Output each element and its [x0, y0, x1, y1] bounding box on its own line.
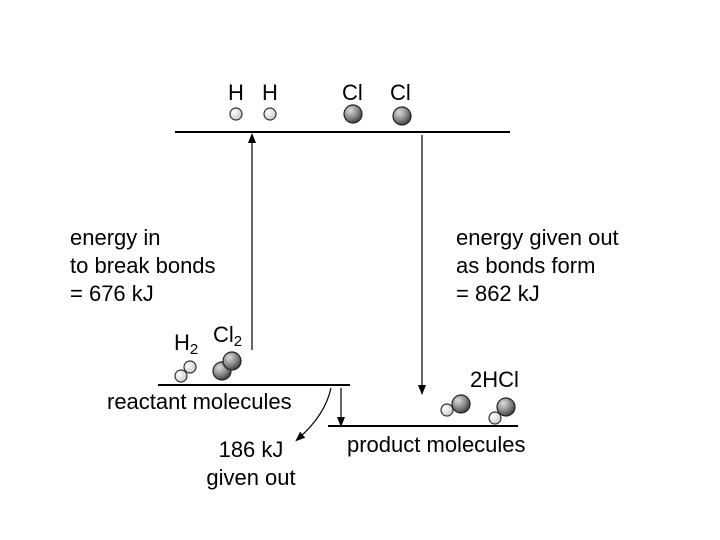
energy-out-line: energy given out: [456, 225, 619, 250]
energy-out-line: as bonds form: [456, 253, 596, 278]
net-energy-caption: given out: [206, 465, 296, 490]
energy-in-line: energy in: [70, 225, 161, 250]
h2-symbol: H: [174, 330, 190, 355]
h2-formula: H2: [174, 330, 199, 358]
h2-molecule: [174, 360, 197, 383]
chlorine-atom: [392, 106, 412, 126]
chlorine-atom-label: Cl: [390, 80, 411, 105]
h2-subscript: 2: [189, 341, 199, 358]
energy-in-line: to break bonds: [70, 253, 216, 278]
net-energy-label: 186 kJ given out: [196, 436, 306, 492]
product-level-label: product molecules: [347, 432, 526, 457]
energy-in-label: energy in to break bonds = 676 kJ: [70, 224, 216, 308]
hydrogen-atom: [263, 107, 277, 121]
net-energy-value: 186 kJ: [218, 437, 284, 462]
cl2-subscript: 2: [233, 333, 243, 350]
cl2-formula: Cl2: [213, 322, 243, 350]
energy-out-line: = 862 kJ: [456, 281, 540, 306]
energy-out-label: energy given out as bonds form = 862 kJ: [456, 224, 619, 308]
chlorine-atom: [343, 104, 363, 124]
hcl-molecule: [488, 397, 516, 425]
hydrogen-atom-label: H: [262, 80, 278, 105]
energy-in-line: = 676 kJ: [70, 281, 154, 306]
hcl-molecule: [440, 394, 471, 417]
cl2-molecule: [212, 351, 242, 381]
hcl-formula: 2HCl: [470, 367, 519, 392]
net-energy-pointer: [295, 387, 332, 442]
cl2-symbol: Cl: [213, 322, 234, 347]
reactant-level-label: reactant molecules: [107, 389, 292, 414]
chlorine-atom-label: Cl: [342, 80, 363, 105]
hydrogen-atom-label: H: [228, 80, 244, 105]
hydrogen-atom: [229, 107, 243, 121]
